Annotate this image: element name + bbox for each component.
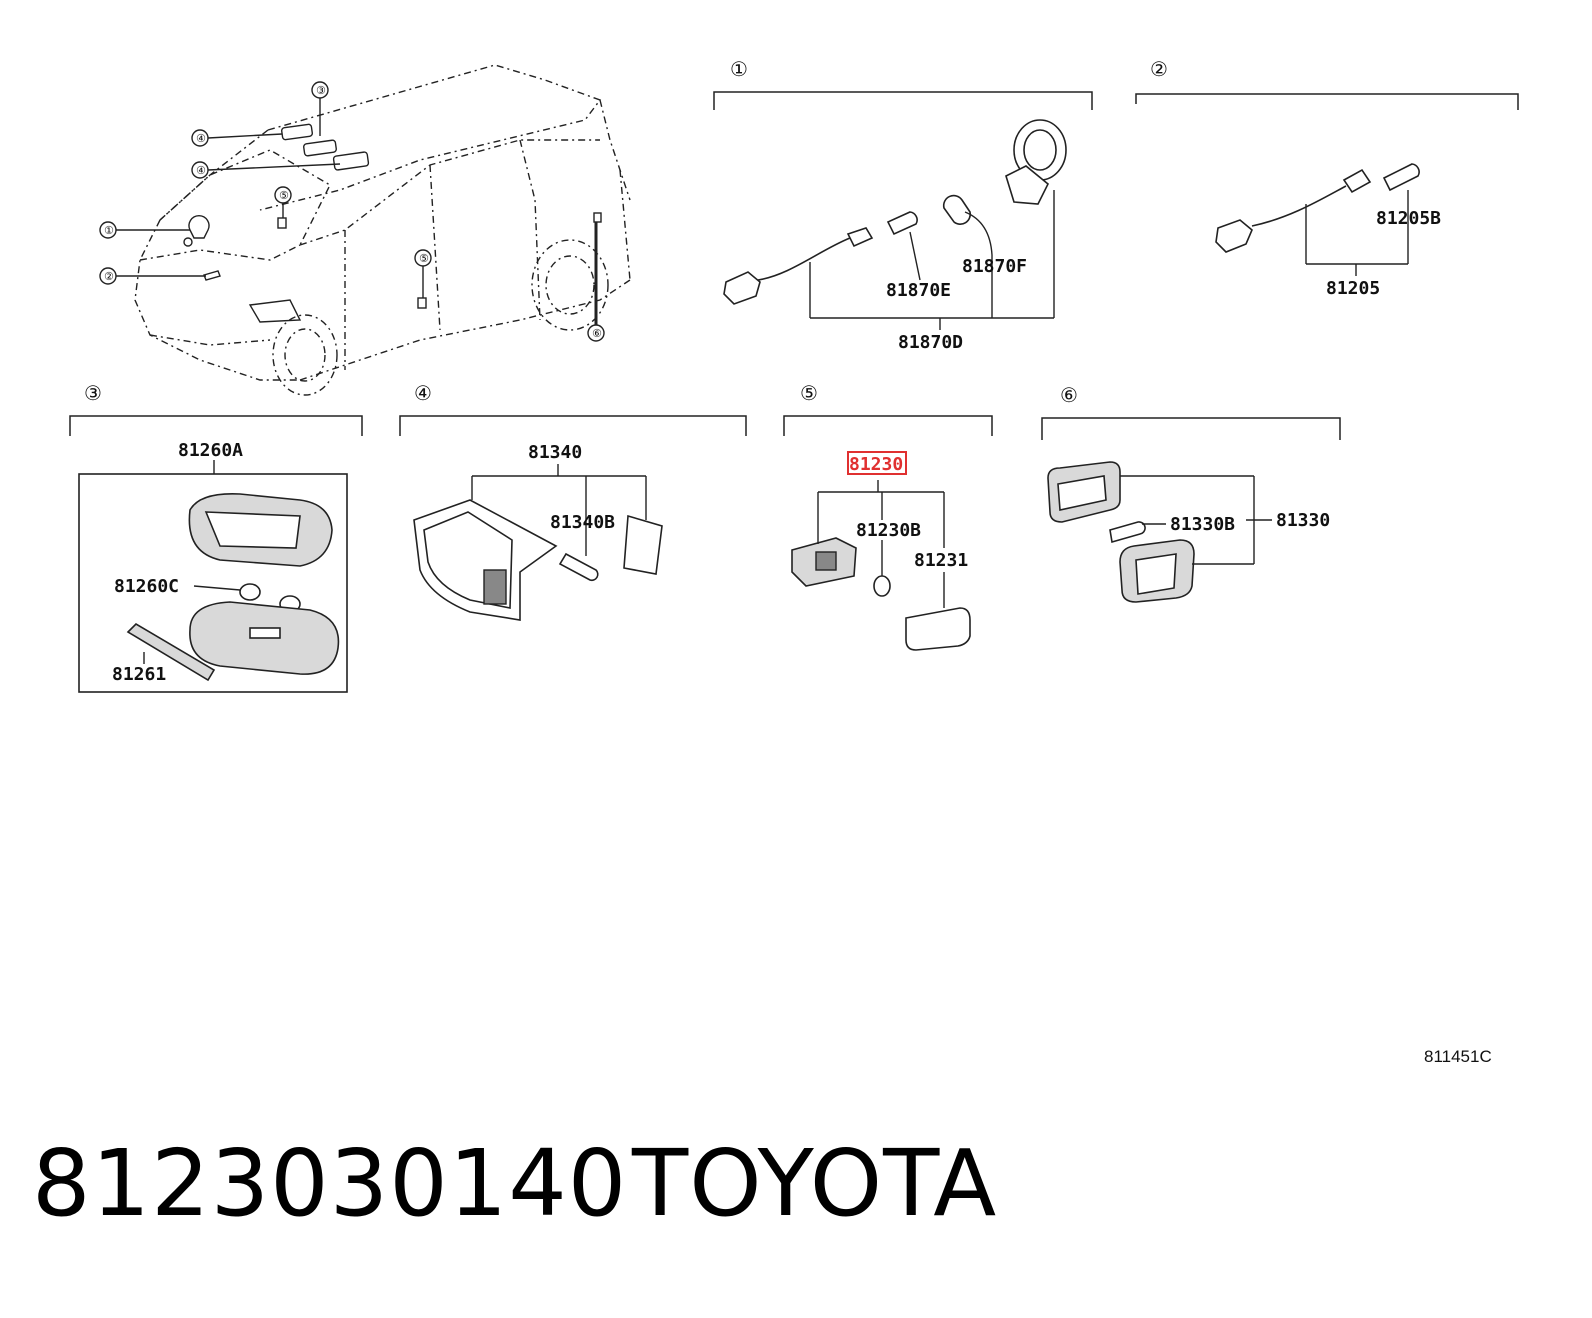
part-81260C[interactable]: 81260C [114,576,179,597]
part-81231[interactable]: 81231 [914,550,968,571]
footer-part-number: 8123030140 [32,1130,628,1237]
car-callout-2: ② [104,270,114,283]
part-81870F[interactable]: 81870F [962,256,1027,277]
section-5: ⑤ 81230 81230B 81231 [783,381,993,651]
section-1: ① 81870F 81870E 81870D [713,57,1093,353]
car-callout-4a: ④ [196,132,206,145]
part-81230[interactable]: 81230 [849,454,903,475]
section-3-number: ③ [84,381,102,405]
car-callout-4b: ④ [196,164,206,177]
diagram-reference: 811451C [1424,1047,1492,1066]
part-81230B[interactable]: 81230B [856,520,921,541]
part-81870D[interactable]: 81870D [898,332,963,353]
vehicle-overview-illustration: ③ ④ ④ ⑤ ① ② ⑤ ⑥ [99,64,631,396]
section-6-number: ⑥ [1060,383,1078,407]
section-2: ② 81205B 81205 [1135,57,1519,299]
connector-shape [723,271,761,305]
part-81260A[interactable]: 81260A [178,440,243,461]
part-81330[interactable]: 81330 [1276,510,1330,531]
car-callout-5a: ⑤ [279,189,289,202]
section-4-number: ④ [414,381,432,405]
part-81205[interactable]: 81205 [1326,278,1380,299]
part-81261[interactable]: 81261 [112,664,166,685]
part-81205B[interactable]: 81205B [1376,208,1441,229]
car-callout-3: ③ [316,84,326,97]
section-4: ④ 81340 81340B [399,381,747,621]
section-3: ③ 81260A 81260C 81261 [69,381,363,693]
section-1-number: ① [730,57,748,81]
highlight-box [847,451,907,475]
footer-brand: TOYOTA [632,1130,998,1237]
part-81870E[interactable]: 81870E [886,280,951,301]
car-callout-1: ① [104,224,114,237]
car-callout-6: ⑥ [592,327,602,340]
part-81340B[interactable]: 81340B [550,512,615,533]
part-81340[interactable]: 81340 [528,442,582,463]
section-6: ⑥ 81330B 81330 [1041,383,1341,603]
section-2-number: ② [1150,57,1168,81]
car-callout-5b: ⑤ [419,252,429,265]
section-5-number: ⑤ [800,381,818,405]
part-81330B[interactable]: 81330B [1170,514,1235,535]
